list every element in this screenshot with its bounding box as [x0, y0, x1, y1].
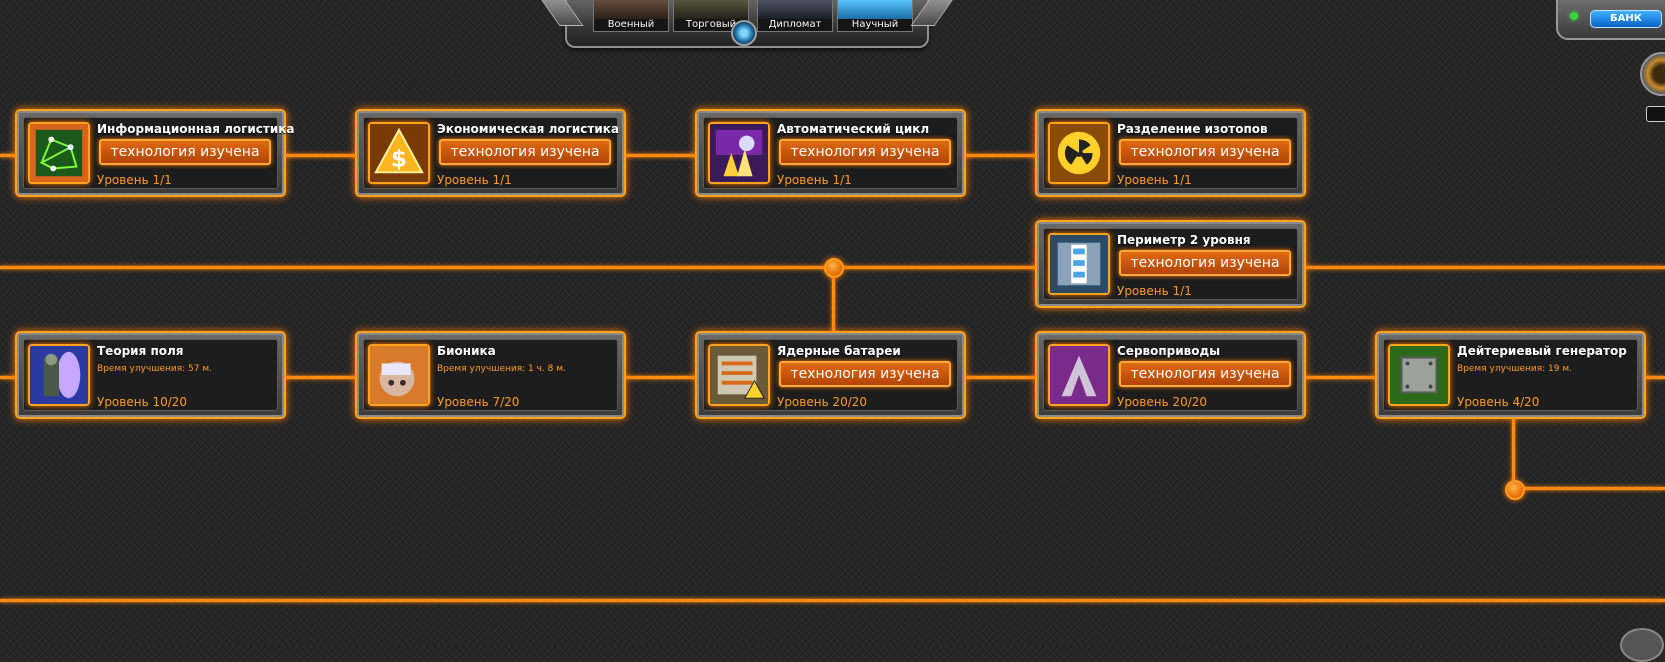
- tech-level: Уровень 1/1: [1117, 173, 1192, 187]
- tech-level: Уровень 1/1: [777, 173, 852, 187]
- tech-card-info-logistics[interactable]: Информационная логистика технология изуч…: [15, 109, 295, 197]
- tech-level: Уровень 20/20: [777, 395, 868, 409]
- tech-title: Ядерные батареи: [777, 344, 901, 358]
- servo-claw-icon: [1048, 344, 1110, 406]
- connector-node: [824, 258, 844, 278]
- tech-level: Уровень 10/20: [97, 395, 188, 409]
- connector-line: [832, 266, 835, 336]
- perimeter-door-icon: [1048, 233, 1110, 295]
- military-portrait-icon: [594, 0, 668, 19]
- svg-text:$: $: [391, 146, 407, 173]
- tech-card-deuterium-generator[interactable]: Дейтериевый генератор Время улучшения: 1…: [1375, 331, 1646, 419]
- connector-line: [1512, 487, 1665, 490]
- role-label: Торговый: [674, 19, 748, 31]
- tech-title: Периметр 2 уровня: [1117, 233, 1251, 247]
- tech-card-servo-drives[interactable]: Сервоприводы технология изучена Уровень …: [1035, 331, 1306, 419]
- upgrade-time: Время улучшения: 1 ч. 8 м.: [437, 364, 566, 374]
- dollar-icon: $: [368, 122, 430, 184]
- role-label: Военный: [594, 19, 668, 31]
- diplomat-portrait-icon: [758, 0, 832, 19]
- tech-card-perimeter-2[interactable]: Периметр 2 уровня технология изучена Уро…: [1035, 220, 1306, 308]
- role-military-tab[interactable]: Военный: [593, 0, 669, 32]
- upgrade-time: Время улучшения: 19 м.: [1457, 364, 1572, 374]
- role-diplomat-tab[interactable]: Дипломат: [757, 0, 833, 32]
- role-science-tab[interactable]: Научный: [837, 0, 913, 32]
- tech-title: Сервоприводы: [1117, 344, 1221, 358]
- bank-panel: БАНК: [1556, 0, 1665, 40]
- cyborg-face-icon: [368, 344, 430, 406]
- soldier-shield-icon: [28, 344, 90, 406]
- tech-status-button[interactable]: технология изучена: [1119, 250, 1291, 276]
- tech-title: Разделение изотопов: [1117, 122, 1268, 136]
- tech-status-button[interactable]: технология изучена: [779, 361, 951, 387]
- trade-portrait-icon: [674, 0, 748, 19]
- tech-card-auto-cycle[interactable]: Автоматический цикл технология изучена У…: [695, 109, 966, 197]
- tech-status-button[interactable]: технология изучена: [439, 139, 611, 165]
- bank-button[interactable]: БАНК: [1590, 10, 1662, 28]
- tech-level: Уровень 1/1: [437, 173, 512, 187]
- tech-status-button[interactable]: технология изучена: [1119, 361, 1291, 387]
- tech-title: Информационная логистика: [97, 122, 295, 136]
- role-toggle-knob[interactable]: [731, 20, 757, 46]
- tech-status-button[interactable]: технология изучена: [1119, 139, 1291, 165]
- connector-node: [1505, 480, 1525, 500]
- radiation-icon: [1048, 122, 1110, 184]
- battery-icon: [708, 344, 770, 406]
- tech-title: Автоматический цикл: [777, 122, 930, 136]
- chip-icon: [1388, 344, 1450, 406]
- connector-line: [1512, 418, 1515, 488]
- dial-icon[interactable]: [1640, 52, 1665, 96]
- tech-card-econ-logistics[interactable]: $ Экономическая логистика технология изу…: [355, 109, 626, 197]
- tech-level: Уровень 4/20: [1457, 395, 1540, 409]
- upgrade-time: Время улучшения: 57 м.: [97, 364, 212, 374]
- tech-title: Экономическая логистика: [437, 122, 619, 136]
- crystal-hand-icon: [708, 122, 770, 184]
- tech-level: Уровень 1/1: [1117, 284, 1192, 298]
- tech-card-bionics[interactable]: Бионика Время улучшения: 1 ч. 8 м. Урове…: [355, 331, 626, 419]
- tech-title: Теория поля: [97, 344, 184, 358]
- tech-card-nuclear-batteries[interactable]: Ядерные батареи технология изучена Урове…: [695, 331, 966, 419]
- corner-ornament: [1620, 628, 1664, 662]
- network-icon: [28, 122, 90, 184]
- side-tag[interactable]: [1646, 106, 1665, 122]
- role-label: Дипломат: [758, 19, 832, 31]
- tech-card-field-theory[interactable]: Теория поля Время улучшения: 57 м. Урове…: [15, 331, 286, 419]
- tech-status-button[interactable]: технология изучена: [99, 139, 271, 165]
- tech-level: Уровень 1/1: [97, 173, 172, 187]
- connector-line: [0, 599, 1665, 602]
- science-portrait-icon: [838, 0, 912, 19]
- tech-title: Дейтериевый генератор: [1457, 344, 1627, 358]
- tech-level: Уровень 20/20: [1117, 395, 1208, 409]
- tech-title: Бионика: [437, 344, 496, 358]
- tech-status-button[interactable]: технология изучена: [779, 139, 951, 165]
- role-label: Научный: [838, 19, 912, 31]
- role-selector-panel: Военный Торговый Дипломат Научный: [565, 0, 929, 48]
- tech-card-isotope-separation[interactable]: Разделение изотопов технология изучена У…: [1035, 109, 1306, 197]
- connector-line: [0, 154, 1305, 157]
- tech-level: Уровень 7/20: [437, 395, 520, 409]
- status-led-icon: [1570, 12, 1578, 20]
